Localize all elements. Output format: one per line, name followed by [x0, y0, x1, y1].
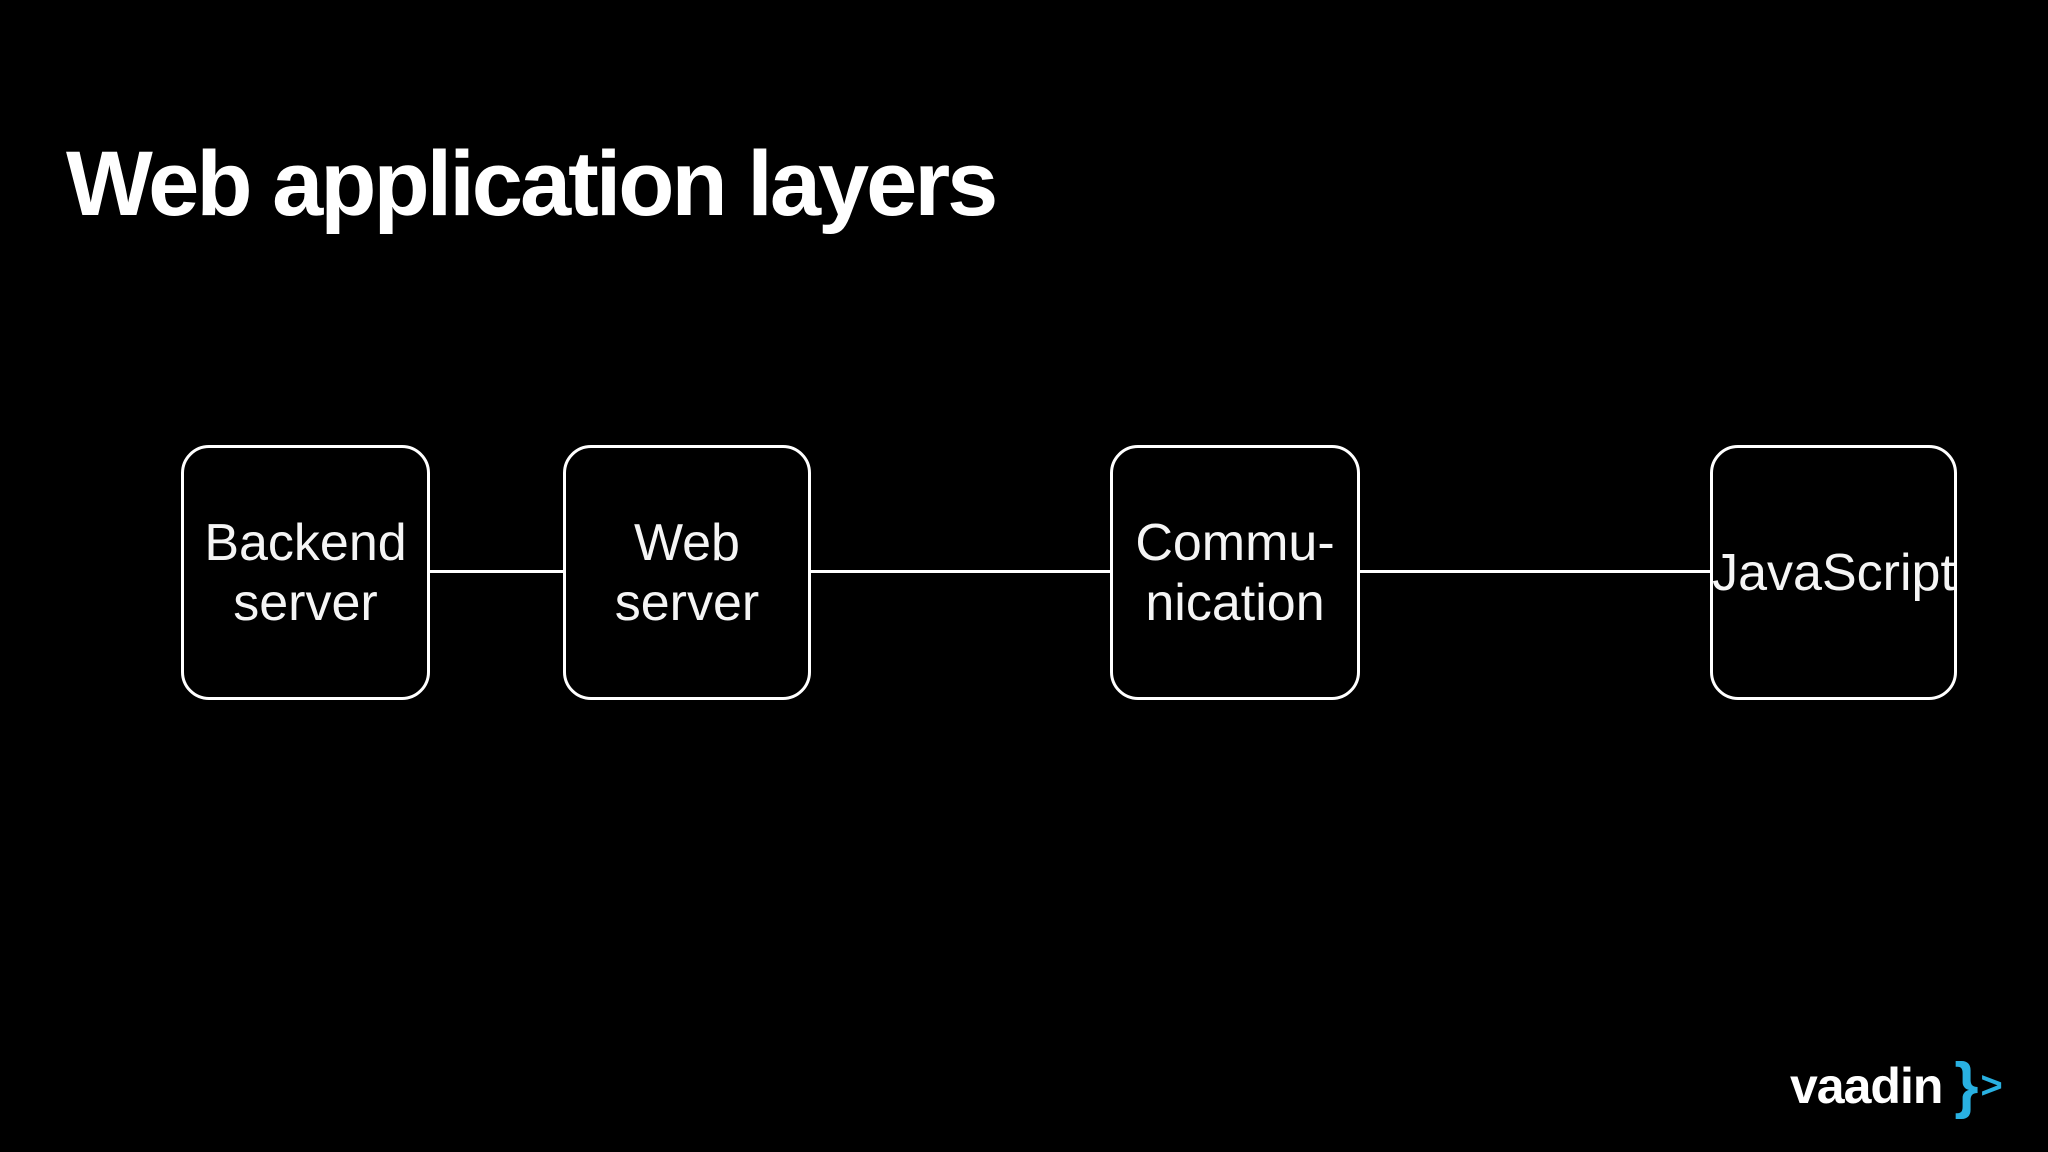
- node-label-line: Commu-: [1135, 513, 1335, 572]
- node-label-line: Web: [634, 513, 740, 572]
- vaadin-brace-icon: }: [1954, 1051, 1979, 1120]
- node-backend-server: Backend server: [181, 445, 430, 700]
- node-label-line: JavaScript: [1712, 543, 1955, 602]
- node-label-line: Backend: [204, 513, 407, 572]
- connector-backend-web: [430, 570, 563, 573]
- node-label-line: nication: [1145, 573, 1325, 632]
- vaadin-wordmark: vaadin: [1790, 1058, 1943, 1114]
- connector-web-communication: [811, 570, 1110, 573]
- node-javascript: JavaScript: [1710, 445, 1957, 700]
- node-label-line: server: [233, 573, 378, 632]
- vaadin-logo: vaadin } >: [1790, 1051, 2003, 1120]
- connector-communication-javascript: [1360, 570, 1710, 573]
- slide-title: Web application layers: [66, 133, 998, 235]
- node-communication: Commu- nication: [1110, 445, 1360, 700]
- vaadin-chevron-icon: >: [1980, 1065, 2003, 1107]
- node-label-line: server: [614, 573, 760, 632]
- node-web-server: Web server: [563, 445, 811, 700]
